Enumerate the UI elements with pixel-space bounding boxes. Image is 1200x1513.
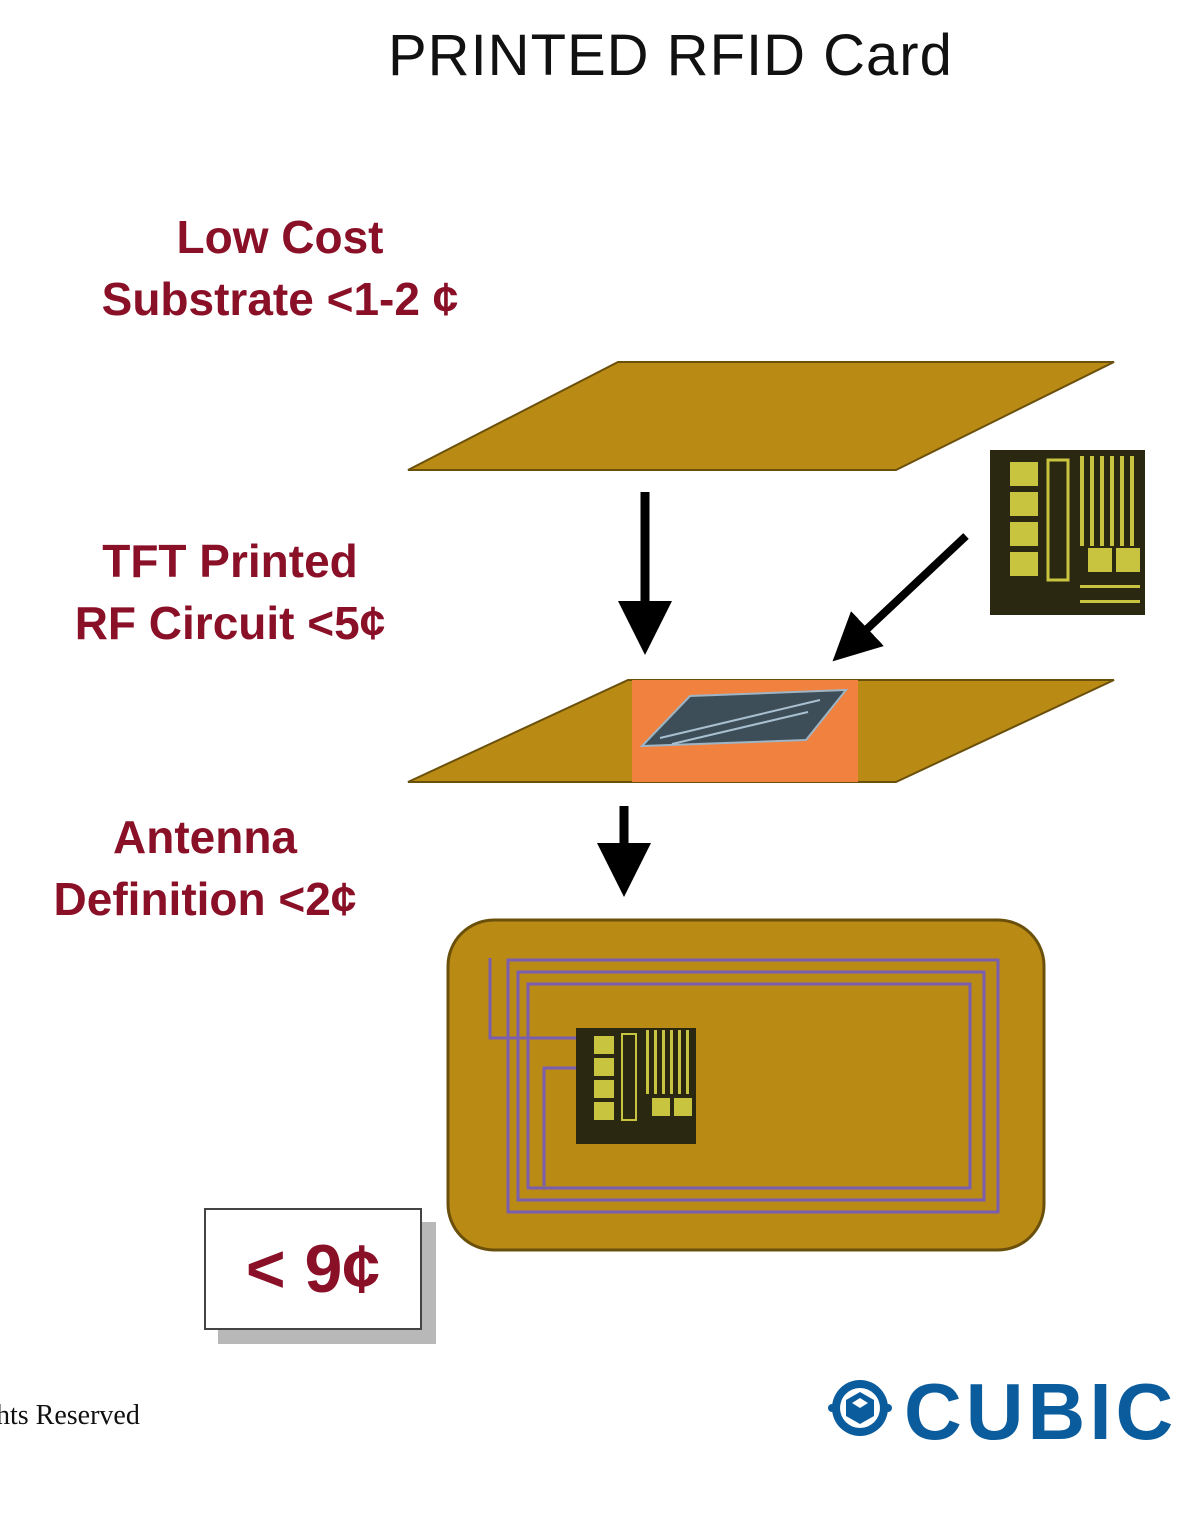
total-cost-value: < 9¢ bbox=[245, 1231, 381, 1307]
chip-image bbox=[990, 450, 1145, 615]
tft-label-line1: TFT Printed bbox=[102, 535, 358, 587]
total-cost-box: < 9¢ bbox=[204, 1208, 422, 1330]
copyright-text: hts Reserved bbox=[0, 1400, 140, 1431]
antenna-label-line2: Definition <2¢ bbox=[53, 873, 357, 925]
substrate-cost-label: Low Cost Substrate <1-2 ¢ bbox=[60, 206, 500, 330]
substrate-label-line1: Low Cost bbox=[176, 211, 384, 263]
tft-circuit-cost-label: TFT Printed RF Circuit <5¢ bbox=[30, 530, 430, 654]
antenna-label-line1: Antenna bbox=[113, 811, 297, 863]
cubic-logo: CUBIC bbox=[826, 1367, 1173, 1456]
rfid-card bbox=[446, 918, 1046, 1252]
substrate-layer bbox=[407, 361, 1115, 471]
cubic-logo-icon bbox=[828, 1380, 892, 1436]
substrate-label-line2: Substrate <1-2 ¢ bbox=[101, 273, 459, 325]
antenna-cost-label: Antenna Definition <2¢ bbox=[10, 806, 400, 930]
card-chip bbox=[576, 1028, 696, 1144]
cubic-logo-wordmark: CUBIC bbox=[904, 1367, 1178, 1456]
arrow-chip-to-circuit bbox=[832, 533, 969, 662]
antenna-coil bbox=[488, 958, 1000, 1214]
page-title: PRINTED RFID Card bbox=[388, 23, 953, 88]
tft-label-line2: RF Circuit <5¢ bbox=[74, 597, 386, 649]
